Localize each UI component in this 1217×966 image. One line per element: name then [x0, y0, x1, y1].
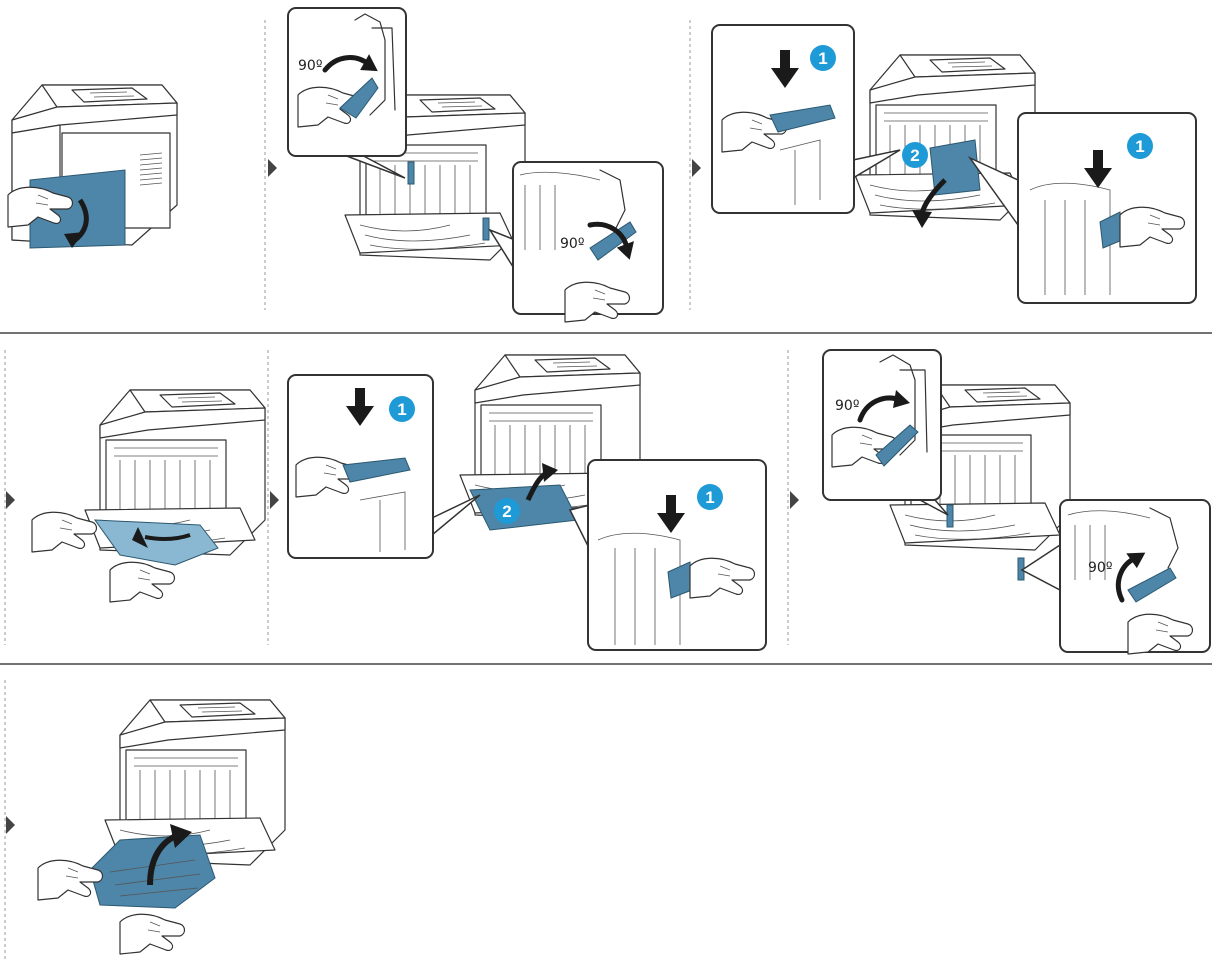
svg-text:2: 2: [910, 146, 919, 165]
angle-label: 90º: [1088, 560, 1112, 576]
hand-icon: [120, 914, 185, 954]
hand-icon: [38, 860, 103, 900]
lever-icon: [483, 218, 489, 240]
svg-text:1: 1: [705, 488, 714, 507]
step-badge: 1: [1127, 133, 1153, 159]
svg-text:1: 1: [818, 49, 827, 68]
step-press-and-open-duplex-guide: 2 1 1: [712, 25, 1196, 303]
hand-icon: [32, 512, 97, 552]
svg-text:1: 1: [397, 400, 406, 419]
hand-icon: [110, 562, 175, 602]
step-pull-out-jammed-paper: [32, 390, 265, 602]
step-badge: 2: [902, 142, 928, 168]
detail-inset-press-zoom: 1: [570, 460, 766, 650]
step-press-and-close-duplex-guide: 2 1 1: [288, 355, 766, 650]
jammed-paper: [95, 520, 218, 565]
detail-inset-press: 1: [288, 375, 480, 558]
step-open-rear-cover: [8, 85, 177, 248]
step-badge: 2: [494, 498, 520, 524]
step-triangle-icon: [6, 491, 15, 509]
step-badge: 1: [389, 396, 415, 422]
detail-inset-left-lever: 90º: [288, 8, 406, 178]
svg-text:2: 2: [502, 502, 511, 521]
step-close-rear-cover: [38, 700, 285, 954]
step-rotate-levers-down: 90º 90º: [288, 8, 663, 322]
step-triangle-icon: [692, 159, 701, 177]
svg-text:1: 1: [1135, 137, 1144, 156]
angle-label: 90º: [298, 58, 322, 74]
step-triangle-icon: [790, 491, 799, 509]
duplex-guide: [470, 485, 578, 530]
detail-inset-right-lever: 90º: [490, 162, 663, 322]
step-triangle-icon: [6, 816, 15, 834]
step-triangle-icon: [268, 159, 277, 177]
step-triangle-icon: [270, 491, 279, 509]
lever-icon: [947, 505, 953, 527]
lever-icon: [408, 162, 414, 184]
step-rotate-levers-up: 90º 90º: [823, 350, 1210, 654]
detail-inset-left-lever: 90º: [823, 350, 948, 515]
step-badge: 1: [697, 484, 723, 510]
angle-label: 90º: [835, 398, 859, 414]
step-badge: 1: [810, 45, 836, 71]
angle-label: 90º: [560, 236, 584, 252]
